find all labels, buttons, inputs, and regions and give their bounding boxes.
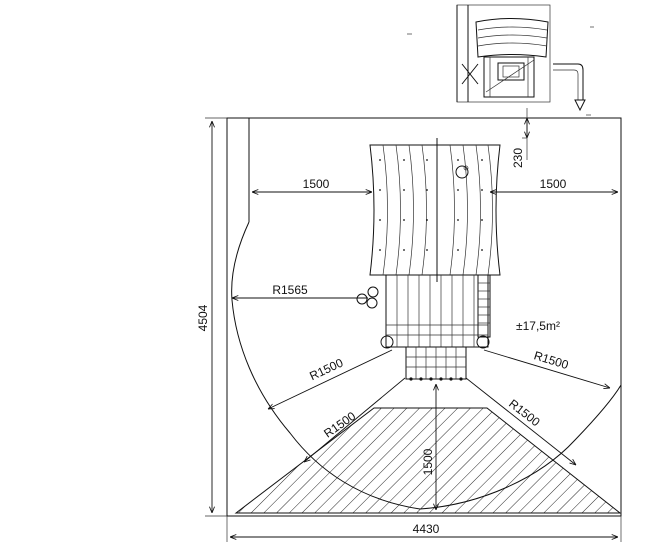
- hook-circle: [455, 165, 469, 179]
- play-structure: [356, 138, 501, 381]
- ball-icon: [367, 286, 379, 298]
- side-ladder: [477, 274, 491, 338]
- post-right: [476, 335, 490, 349]
- roof-left-slats: [382, 144, 427, 276]
- side-view-inset: [456, 4, 586, 112]
- dim-overall-height: 4504: [196, 304, 210, 331]
- ball-icon: [356, 293, 368, 305]
- radius-front-right-outer: R1500: [532, 348, 570, 372]
- dim-left-offset: 1500: [303, 177, 330, 191]
- roof-right-slats: [449, 144, 493, 276]
- dim-right-offset: 1500: [540, 177, 567, 191]
- inset-roof: [475, 18, 549, 58]
- ball-icon: [366, 297, 378, 309]
- radius-front-left-outer: R1500: [307, 355, 345, 383]
- dim-front-depth: 1500: [421, 448, 435, 475]
- dim-top-gap: 230: [511, 148, 525, 168]
- dim-overall-width: 4430: [413, 522, 440, 536]
- area-label: ±17,5m²: [516, 319, 560, 333]
- radius-rear: R1565: [272, 283, 308, 297]
- safety-area-box: [226, 117, 622, 517]
- inset-slide-arrow: [553, 63, 584, 100]
- deck: [385, 274, 489, 348]
- inset-frame: [456, 4, 551, 103]
- inset-structure: [483, 56, 535, 98]
- post-left: [380, 335, 394, 349]
- slide-run-out-zone: [234, 407, 622, 514]
